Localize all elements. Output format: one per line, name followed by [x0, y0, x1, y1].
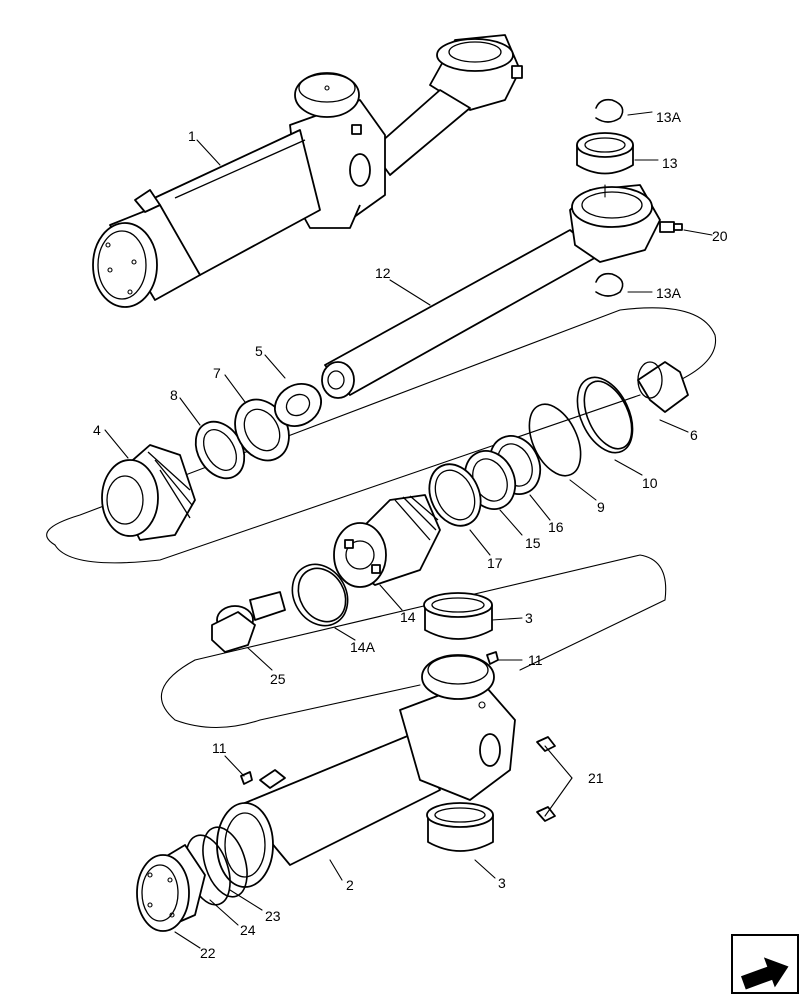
- piston-part-14: [333, 494, 441, 588]
- label-13a-bottom: 13A: [656, 285, 682, 301]
- label-13: 13: [662, 155, 678, 171]
- label-15: 15: [525, 535, 541, 551]
- ring-part-14a: [291, 563, 349, 627]
- bolt-part-25: [211, 591, 286, 653]
- cylinder-assembly-top: [92, 34, 523, 308]
- label-11-lower: 11: [212, 740, 227, 756]
- callout-labels: 1 12 13A 13 20 13A 5 7 8 4 6 10 9 16 15 …: [93, 109, 728, 961]
- seal-kit-outline-lower: [160, 554, 667, 729]
- label-17: 17: [487, 555, 503, 571]
- grease-fitting-11-upper: [486, 651, 499, 665]
- label-22: 22: [200, 945, 216, 961]
- end-cap-part-22: [136, 844, 206, 932]
- gland-part-4: [101, 444, 196, 541]
- bushing-part-3-upper: [423, 592, 493, 640]
- label-25: 25: [270, 671, 286, 687]
- ring-part-17: [428, 463, 482, 527]
- leader-lines: [104, 111, 713, 949]
- label-9: 9: [597, 499, 605, 515]
- label-10: 10: [642, 475, 658, 491]
- label-16: 16: [548, 519, 564, 535]
- fittings-part-21: [536, 736, 556, 822]
- label-20: 20: [712, 228, 728, 244]
- cylinder-barrel-bottom: [216, 654, 516, 888]
- seal-kit-outline-upper: [46, 307, 717, 564]
- label-23: 23: [265, 908, 281, 924]
- piston-rod-group: [321, 98, 683, 399]
- ring-part-9: [528, 403, 582, 477]
- next-page-arrow-icon[interactable]: [731, 934, 799, 997]
- label-6: 6: [690, 427, 698, 443]
- label-12: 12: [375, 265, 391, 281]
- label-3-lower: 3: [498, 875, 506, 891]
- bushing-part-6: [637, 361, 689, 413]
- label-14: 14: [400, 609, 416, 625]
- label-8: 8: [170, 387, 178, 403]
- label-13a-top: 13A: [656, 109, 682, 125]
- label-24: 24: [240, 922, 256, 938]
- label-5: 5: [255, 343, 263, 359]
- ring-part-10: [576, 376, 634, 454]
- label-1: 1: [188, 128, 196, 144]
- ring-part-23: [202, 826, 248, 898]
- label-2: 2: [346, 877, 354, 893]
- bushing-part-3-lower: [426, 802, 494, 852]
- label-14a: 14A: [350, 639, 376, 655]
- washer-part-5: [274, 383, 322, 427]
- label-4: 4: [93, 422, 101, 438]
- label-21: 21: [588, 770, 604, 786]
- label-7: 7: [213, 365, 221, 381]
- label-3-upper: 3: [525, 610, 533, 626]
- label-11-upper: 11: [528, 652, 543, 668]
